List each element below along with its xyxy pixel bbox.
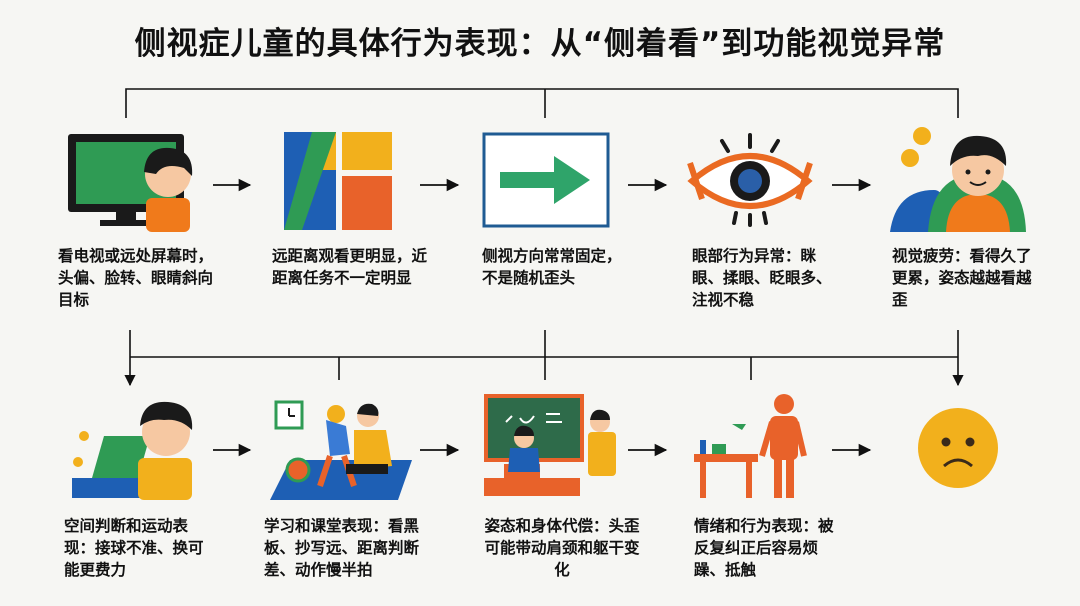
label-fatigue: 视觉疲劳：看得久了更累，姿态越越看越歪 xyxy=(892,247,1032,309)
label-emotion: 情绪和行为表现：被反复纠正后容易烦躁、抵触 xyxy=(694,517,834,579)
right-arrow-sign-icon xyxy=(482,132,610,228)
label-distance: 远距离观看更明显，近距离任务不一定明显 xyxy=(272,247,428,287)
ball-child-icon xyxy=(72,401,193,500)
tired-child-icon xyxy=(890,127,1026,232)
label-eye: 眼部行为异常：眯眼、揉眼、眨眼多、注视不稳 xyxy=(692,247,832,309)
eye-icon xyxy=(687,133,813,227)
label-space: 空间判断和运动表现：接球不准、换可能更费力 xyxy=(64,517,204,579)
label-direction: 侧视方向常常固定，不是随机歪头 xyxy=(482,247,622,287)
label-posture: 姿态和身体代偿：头歪可能带动肩颈和躯干变化 xyxy=(484,517,640,579)
label-study: 学习和课堂表现：看黑板、抄写远、距离判断差、动作慢半拍 xyxy=(264,517,420,579)
blackboard-icon xyxy=(484,394,616,496)
tv-child-icon xyxy=(68,134,193,232)
sad-face-icon xyxy=(918,408,998,488)
distance-panels-icon xyxy=(284,132,392,230)
standing-child-desk-icon xyxy=(694,394,807,498)
page-title: 侧视症儿童的具体行为表现：从“侧着看”到功能视觉异常 xyxy=(134,26,946,62)
label-tv: 看电视或远处屏幕时，头偏、脸转、眼睛斜向目标 xyxy=(58,247,214,309)
classroom-play-icon xyxy=(270,400,412,500)
